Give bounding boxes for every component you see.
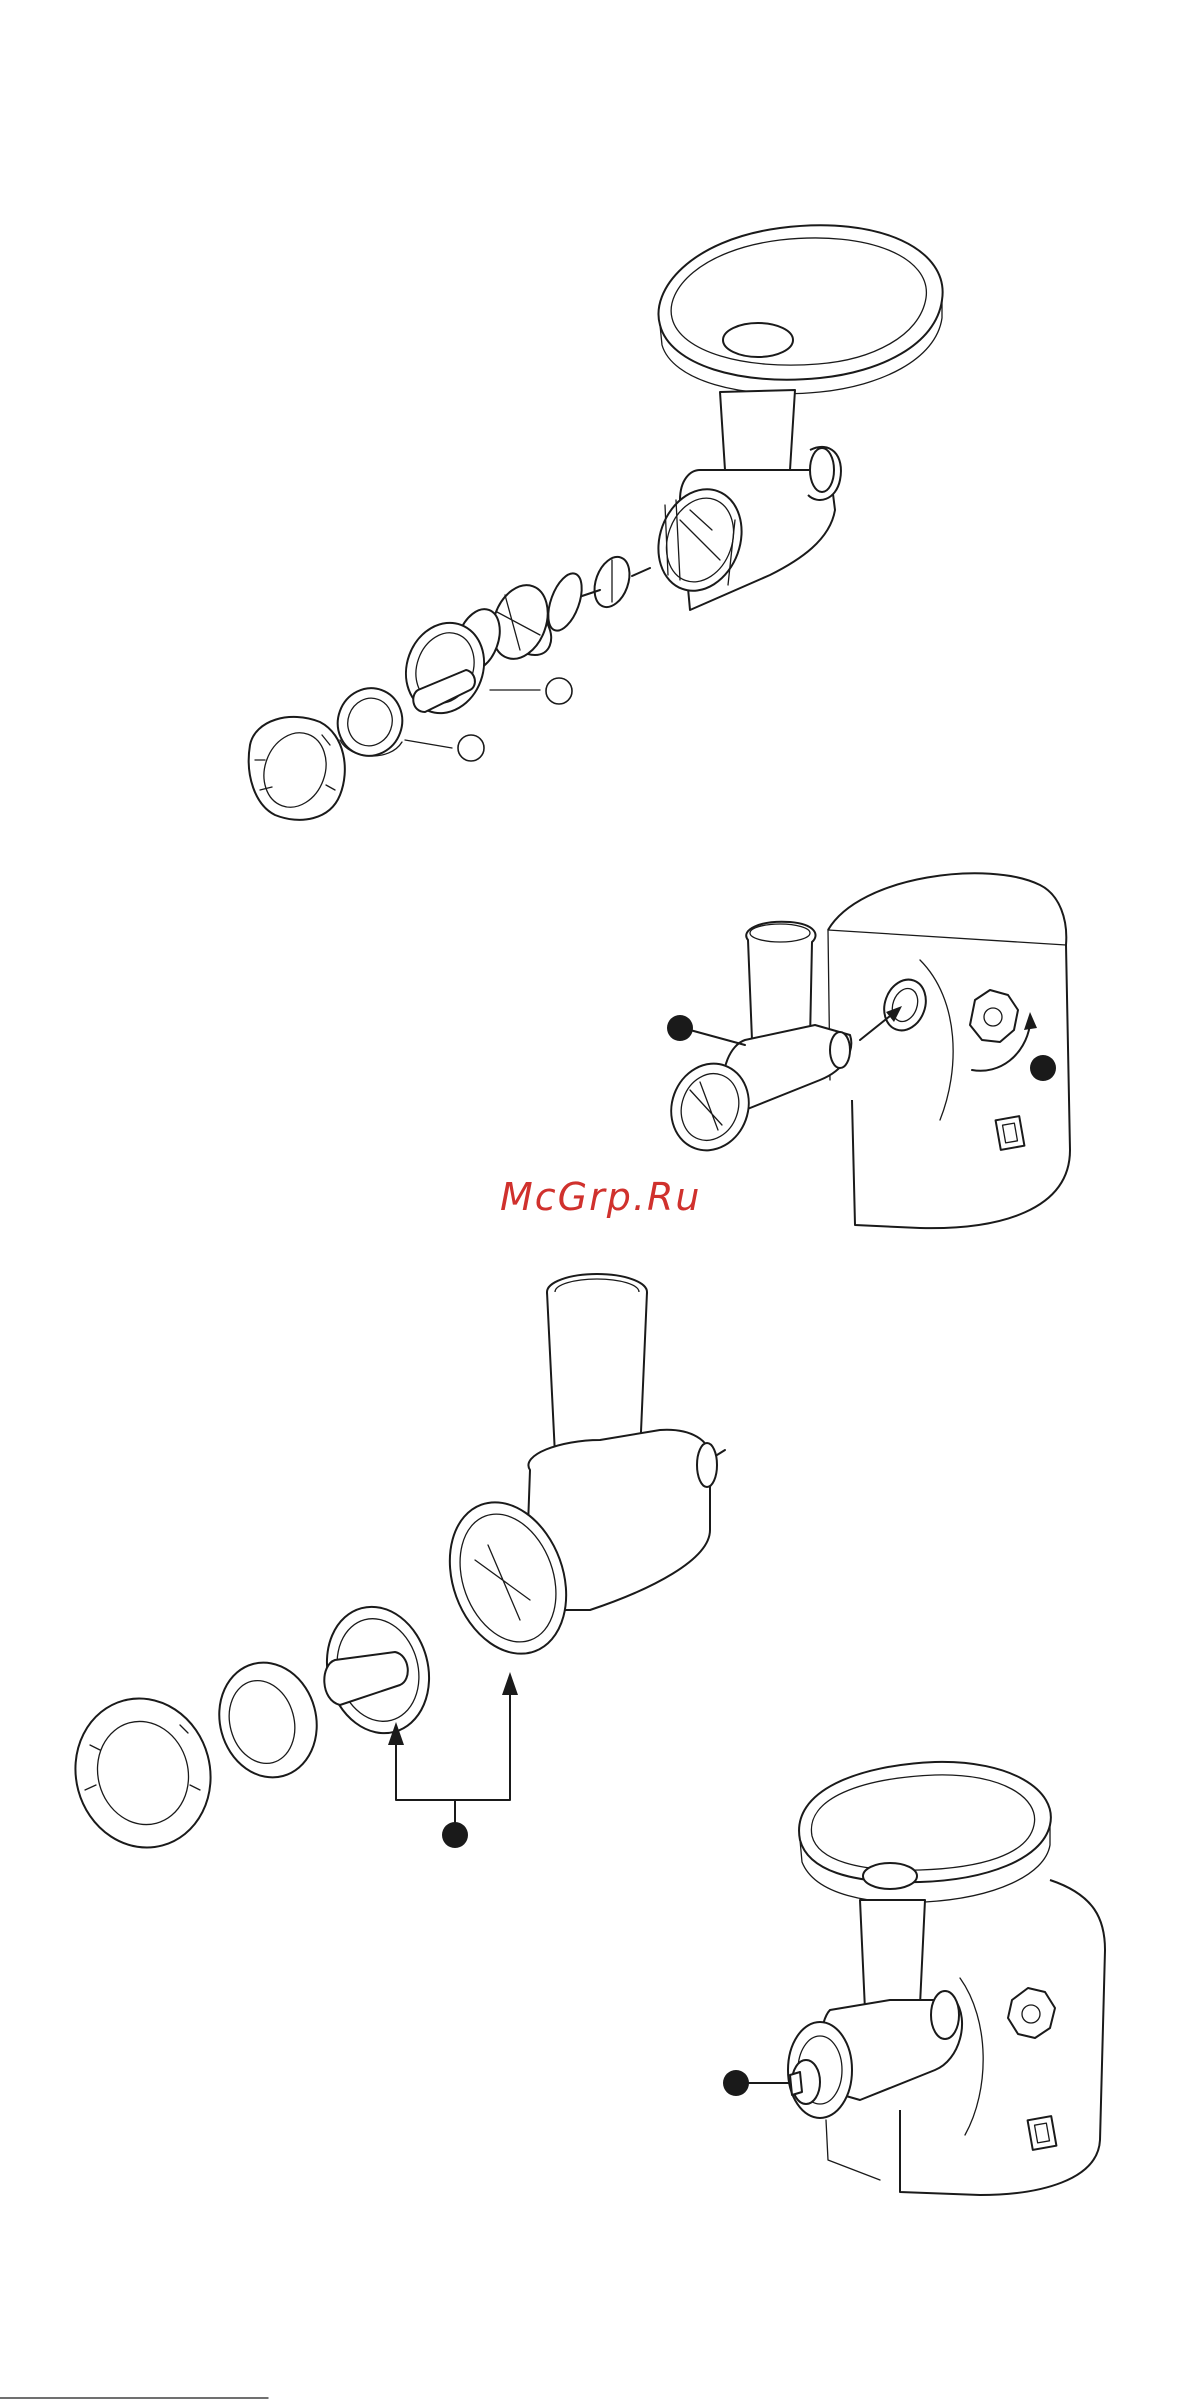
callout-filled bbox=[442, 1822, 468, 1848]
figure-mounting bbox=[659, 873, 1070, 1228]
callout-hollow bbox=[546, 678, 572, 704]
grinder-body bbox=[645, 390, 841, 610]
power-switch-icon bbox=[1028, 2116, 1057, 2150]
figure-head-alignment bbox=[59, 1274, 725, 1863]
callout-filled bbox=[723, 2070, 749, 2096]
callout-filled bbox=[1030, 1055, 1056, 1081]
locking-ring bbox=[249, 717, 345, 820]
figure-assembled bbox=[723, 1762, 1105, 2195]
callout-hollow bbox=[458, 735, 484, 761]
watermark-text: McGrp.Ru bbox=[500, 1175, 701, 1219]
figure-exploded-assembly bbox=[249, 225, 943, 820]
feeding-tray bbox=[659, 225, 943, 393]
power-switch-icon bbox=[996, 1116, 1025, 1150]
callout-filled bbox=[667, 1015, 693, 1041]
